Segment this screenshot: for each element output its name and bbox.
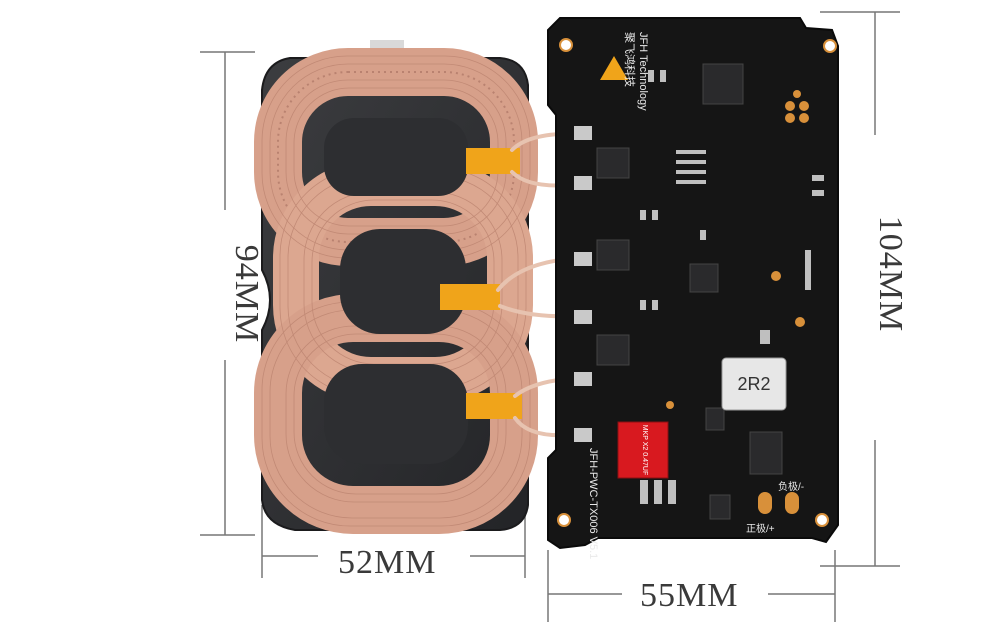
inductor-label: 2R2 xyxy=(737,374,770,394)
lead-pads xyxy=(574,126,592,442)
mount-hole-tr xyxy=(823,39,837,53)
film-capacitor xyxy=(617,421,669,479)
gold-pads xyxy=(666,90,809,514)
kapton-tape-1 xyxy=(466,148,520,174)
smd-components xyxy=(640,70,824,504)
kapton-tape-3 xyxy=(466,393,522,419)
coil-center-bottom xyxy=(324,364,468,464)
coil-height-dimension: 94MM xyxy=(228,244,265,344)
pcb-brand-cn: 聚飞鸿科技 xyxy=(623,32,637,87)
coil-center-middle xyxy=(340,229,466,334)
pcb-brand: JFH Technology xyxy=(637,32,649,111)
brand-logo xyxy=(600,56,628,80)
mount-hole-br xyxy=(815,513,829,527)
pcb-model: JFH-PWC-TX006 V5.1 xyxy=(587,448,599,559)
coil-width-dimension: 52MM xyxy=(338,544,437,581)
mount-hole-tl xyxy=(559,38,573,52)
board-height-dimension: 104MM xyxy=(872,215,909,333)
capacitor-label: MKP X2 0.47UF xyxy=(641,425,648,475)
neg-pad-label: 负极/- xyxy=(778,480,804,493)
inductor xyxy=(721,357,787,411)
kapton-tape-2 xyxy=(440,284,500,310)
dimension-lines xyxy=(200,11,900,622)
pos-pad-label: 正极/+ xyxy=(746,522,775,535)
mount-hole-bl xyxy=(557,513,571,527)
ic-chips xyxy=(596,63,783,520)
board-width-dimension: 55MM xyxy=(640,577,739,614)
coil-center-top xyxy=(324,118,468,196)
